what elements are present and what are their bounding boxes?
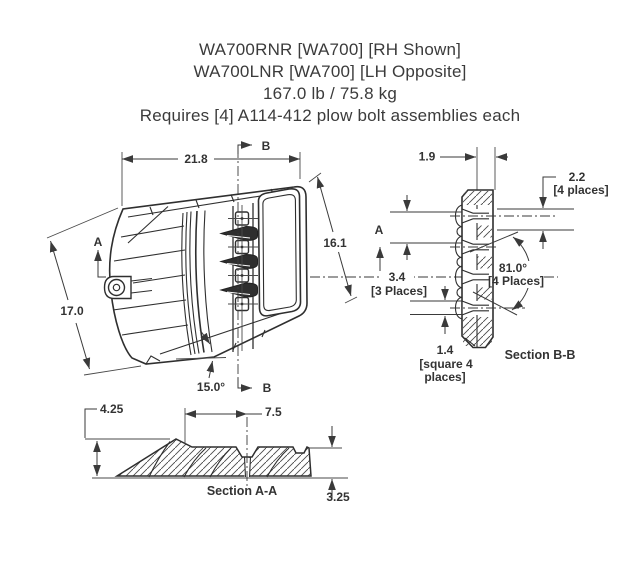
dim-aa-left-height: 4.25	[100, 402, 124, 416]
section-bb-label: Section B-B	[505, 348, 576, 362]
title-line-1: WA700RNR [WA700] [RH Shown]	[198, 40, 462, 59]
dim-angle: 15.0°	[197, 380, 225, 394]
title-line-3: 167.0 lb / 75.8 kg	[262, 84, 398, 103]
section-a-marker-right: A	[375, 223, 384, 237]
dim-pitch-note: [3 Places]	[371, 284, 427, 298]
dim-diag: 16.1	[323, 236, 347, 250]
dim-pitch: 3.4	[389, 270, 406, 284]
dim-square-note-2: places]	[424, 370, 465, 384]
section-b-marker-bottom: B	[263, 381, 272, 395]
dim-width: 21.8	[184, 152, 208, 166]
title-block: WA700RNR [WA700] [RH Shown] WA700LNR [WA…	[30, 39, 630, 127]
section-aa-label: Section A-A	[207, 484, 277, 498]
opening-outer	[257, 187, 302, 317]
dim-aa-width: 7.5	[265, 405, 282, 419]
title-line-4: Requires [4] A114-412 plow bolt assembli…	[139, 106, 521, 125]
dim-thickness: 1.9	[419, 150, 436, 164]
title-line-2: WA700LNR [WA700] [LH Opposite]	[193, 62, 467, 81]
dim-square: 1.4	[437, 343, 454, 357]
plow-bolt-holes	[228, 205, 258, 351]
rib-lugs	[219, 225, 258, 298]
section-bb-dimensions: 1.9 2.2 [4 places] 3.4 [3 Places] 81.0° …	[371, 150, 609, 385]
dim-spacing: 2.2	[569, 170, 586, 184]
opening-inner	[262, 193, 297, 312]
section-aa-view: 4.25 7.5 3.25 Section A-A	[84, 402, 350, 504]
dim-csk-angle: 81.0°	[499, 261, 527, 275]
main-view-dimensions: 21.8 B B 16.1 17.0 A 15.0°	[46, 139, 558, 395]
dim-spacing-note: [4 places]	[553, 183, 608, 197]
dim-csk-angle-note: [4 Places]	[488, 274, 544, 288]
section-b-marker-top: B	[262, 139, 271, 153]
main-view	[103, 185, 308, 365]
dim-height: 17.0	[60, 304, 84, 318]
dim-square-note-1: [square 4	[419, 357, 473, 371]
dim-aa-right-height: 3.25	[326, 490, 350, 504]
section-bb-view	[450, 147, 558, 349]
mount-boss	[103, 275, 153, 300]
section-a-marker-left: A	[94, 235, 103, 249]
